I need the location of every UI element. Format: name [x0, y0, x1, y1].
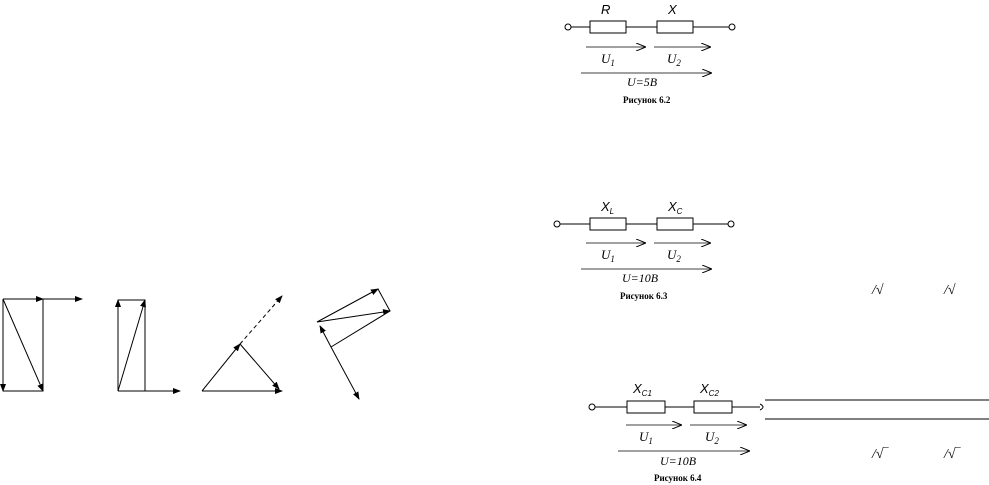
label-xc: XC [667, 199, 683, 216]
label-u-total: U=5В [627, 75, 658, 89]
terminal-right-arc [759, 403, 764, 411]
label-r: R [601, 2, 610, 17]
vector-diagram-4 [316, 288, 391, 400]
caption-figure-6-4: Рисунок 6.4 [654, 473, 702, 483]
inductor-xl [589, 217, 627, 231]
terminal-left [564, 23, 572, 31]
vector [319, 325, 332, 348]
reactance-x [656, 20, 694, 34]
circuit-figure-6-2 [564, 20, 736, 73]
terminal-left [588, 403, 596, 411]
label-xl: XL [600, 199, 614, 216]
vector [330, 310, 391, 348]
vector-diagram-2 [115, 299, 181, 394]
label-u1: U1 [639, 429, 653, 446]
vector [316, 309, 391, 323]
caption-figure-6-2: Рисунок 6.2 [623, 95, 671, 105]
label-u1: U1 [601, 51, 615, 68]
label-x: X [667, 2, 678, 17]
resistor-r [589, 20, 627, 34]
vector [201, 343, 241, 392]
label-u1: U1 [601, 247, 615, 264]
vector [330, 346, 360, 400]
formula-fragment: /√‾ [871, 446, 890, 462]
label-u2: U2 [667, 51, 681, 68]
capacitor-xc2 [693, 400, 733, 414]
vector-dashed [239, 295, 283, 345]
terminal-left [553, 220, 561, 228]
capacitor-xc [656, 217, 694, 231]
formula-fragment: /√ [943, 283, 956, 298]
vector-diagram-3 [201, 295, 283, 394]
vector [377, 288, 391, 312]
label-u-total: U=10В [660, 454, 697, 468]
capacitor-xc1 [626, 400, 666, 414]
formula-fragment: /√ [871, 283, 884, 298]
circuit-figure-6-4 [588, 399, 989, 451]
vector [316, 288, 379, 323]
vector [239, 343, 280, 390]
formula-fragment: /√‾ [943, 446, 962, 462]
label-xc2: XC2 [699, 381, 719, 398]
terminal-right [728, 23, 736, 31]
vector [117, 299, 146, 392]
terminal-right [727, 220, 735, 228]
label-u2: U2 [667, 247, 681, 264]
vector-diagram-1 [0, 296, 83, 392]
label-u-total: U=10В [622, 271, 659, 285]
label-xc1: XC1 [632, 381, 652, 398]
caption-figure-6-3: Рисунок 6.3 [620, 291, 668, 301]
circuit-figure-6-3 [553, 217, 735, 269]
label-u2: U2 [705, 429, 719, 446]
vector [2, 298, 44, 392]
